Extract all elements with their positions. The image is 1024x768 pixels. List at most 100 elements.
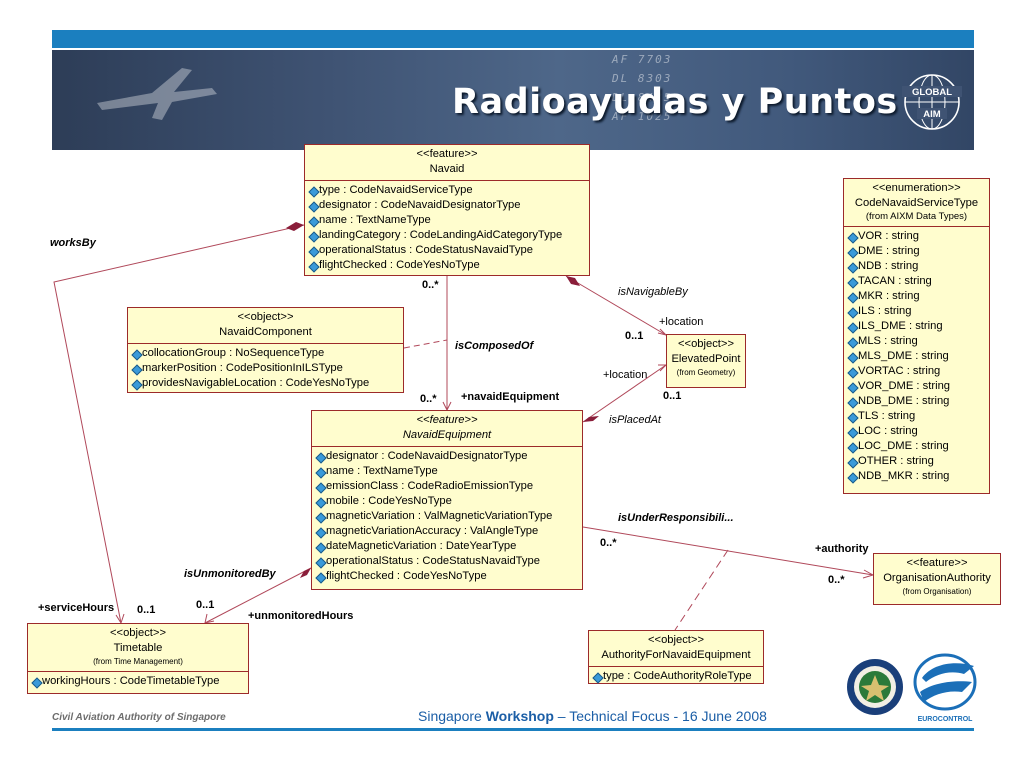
is-unmonitored-by-label: isUnmonitoredBy [184, 568, 276, 580]
footer-event-part: Singapore [418, 708, 486, 724]
package-note: (from AIXM Data Types) [846, 211, 987, 223]
works-by-line [54, 225, 304, 623]
enum-literal: DME : string [849, 244, 986, 259]
class-name: Navaid [307, 162, 587, 177]
class-name: Timetable [30, 641, 246, 656]
multiplicity-label: 0..1 [625, 330, 643, 342]
attribute-list: workingHours : CodeTimetableType [28, 672, 248, 691]
class-navaid-equipment: <<feature>> NavaidEquipment designator :… [311, 410, 583, 590]
multiplicity-label: 0..1 [196, 599, 214, 611]
is-placed-at-label: isPlacedAt [609, 414, 661, 426]
attribute: mobile : CodeYesNoType [317, 494, 579, 509]
attribute-list: designator : CodeNavaidDesignatorType na… [312, 447, 582, 586]
works-by-diamond [286, 222, 304, 231]
attribute: type : CodeNavaidServiceType [310, 183, 586, 198]
enum-literal: OTHER : string [849, 454, 986, 469]
class-navaid-header: <<feature>> Navaid [305, 145, 589, 181]
stereotype: <<object>> [669, 337, 743, 352]
stereotype: <<object>> [591, 633, 761, 648]
global-aim-logo: GLOBAL AIM [902, 72, 962, 132]
enum-literal: NDB : string [849, 259, 986, 274]
attribute: dateMagneticVariation : DateYearType [317, 539, 579, 554]
class-navaid: <<feature>> Navaid type : CodeNavaidServ… [304, 144, 590, 276]
attribute-list: type : CodeAuthorityRoleType [589, 667, 763, 686]
service-arrowhead [116, 614, 124, 623]
multiplicity-label: 0..* [828, 574, 845, 586]
package-note: (from Time Management) [30, 656, 246, 668]
attribute: type : CodeAuthorityRoleType [594, 669, 760, 684]
global-logo-text: GLOBAL [912, 87, 952, 98]
class-name: ElevatedPoint [669, 352, 743, 367]
class-timetable: <<object>> Timetable (from Time Manageme… [27, 623, 249, 694]
attribute: flightChecked : CodeYesNoType [317, 569, 579, 584]
multiplicity-label: 0..* [420, 393, 437, 405]
enum-literal: NDB_DME : string [849, 394, 986, 409]
airplane-icon [92, 58, 222, 128]
attribute-list: type : CodeNavaidServiceType designator … [305, 181, 589, 275]
attribute: name : TextNameType [310, 213, 586, 228]
navigable-arrowhead [658, 329, 666, 335]
attribute: markerPosition : CodePositionInILSType [133, 361, 400, 376]
attribute: designator : CodeNavaidDesignatorType [310, 198, 586, 213]
class-navaid-component-header: <<object>> NavaidComponent [128, 308, 403, 344]
class-name: AuthorityForNavaidEquipment [591, 648, 761, 663]
attribute: magneticVariation : ValMagneticVariation… [317, 509, 579, 524]
class-timetable-header: <<object>> Timetable (from Time Manageme… [28, 624, 248, 672]
class-elevated-point-header: <<object>> ElevatedPoint (from Geometry) [667, 335, 745, 382]
attribute: operationalStatus : CodeStatusNavaidType [310, 243, 586, 258]
location-role-label: +location [659, 316, 703, 328]
class-elevated-point: <<object>> ElevatedPoint (from Geometry) [666, 334, 746, 388]
enum-literal: LOC_DME : string [849, 439, 986, 454]
enum-literal: VOR : string [849, 229, 986, 244]
attribute-list: collocationGroup : NoSequenceType marker… [128, 344, 403, 393]
class-service-type-header: <<enumeration>> CodeNavaidServiceType (f… [844, 179, 989, 227]
authority-role-label: +authority [815, 543, 868, 555]
class-organisation-authority: <<feature>> OrganisationAuthority (from … [873, 553, 1001, 605]
authority-arrowhead [863, 570, 873, 578]
header-banner: AF 7703 DL 8303 DL 8485 AF 1025 Radioayu… [52, 50, 974, 150]
footer-event: Singapore Workshop – Technical Focus - 1… [418, 708, 767, 724]
stereotype: <<object>> [30, 626, 246, 641]
enum-literal: MLS_DME : string [849, 349, 986, 364]
enumeration-literals: VOR : string DME : string NDB : string T… [844, 227, 989, 486]
service-hours-role-label: +serviceHours [38, 602, 114, 614]
attribute: emissionClass : CodeRadioEmissionType [317, 479, 579, 494]
enum-literal: NDB_MKR : string [849, 469, 986, 484]
stereotype: <<feature>> [314, 413, 580, 428]
attribute: providesNavigableLocation : CodeYesNoTyp… [133, 376, 400, 391]
page-title: Radioayudas y Puntos [452, 82, 898, 122]
multiplicity-label: 0..* [600, 537, 617, 549]
class-navaid-equipment-header: <<feature>> NavaidEquipment [312, 411, 582, 447]
enum-literal: MLS : string [849, 334, 986, 349]
faa-seal-logo [846, 658, 904, 716]
is-navigable-by-label: isNavigableBy [618, 286, 688, 298]
enum-literal: MKR : string [849, 289, 986, 304]
eurocontrol-logo: EUROCONTROL [912, 652, 978, 724]
top-accent-bar [52, 30, 974, 48]
stereotype: <<feature>> [876, 556, 998, 571]
enum-literal: VORTAC : string [849, 364, 986, 379]
stereotype: <<feature>> [307, 147, 587, 162]
attribute: operationalStatus : CodeStatusNavaidType [317, 554, 579, 569]
attribute: designator : CodeNavaidDesignatorType [317, 449, 579, 464]
class-code-navaid-service-type: <<enumeration>> CodeNavaidServiceType (f… [843, 178, 990, 494]
enum-literal: VOR_DME : string [849, 379, 986, 394]
location-role-label: +location [603, 369, 647, 381]
attribute: flightChecked : CodeYesNoType [310, 258, 586, 273]
unmonitored-arrowhead [205, 614, 214, 623]
enum-literal: TLS : string [849, 409, 986, 424]
package-note: (from Geometry) [669, 367, 743, 379]
multiplicity-label: 0..* [422, 279, 439, 291]
authority-dashed-line [675, 550, 728, 630]
class-organisation-authority-header: <<feature>> OrganisationAuthority (from … [874, 554, 1000, 601]
class-name: NavaidComponent [130, 325, 401, 340]
aim-logo-text: AIM [923, 109, 941, 120]
enum-literal: ILS_DME : string [849, 319, 986, 334]
footer-event-part: – Technical Focus - 16 June 2008 [554, 708, 767, 724]
footer-event-bold: Workshop [486, 708, 554, 724]
composed-arrowhead [443, 402, 451, 410]
works-by-label: worksBy [50, 237, 96, 249]
class-name: NavaidEquipment [314, 428, 580, 443]
multiplicity-label: 0..1 [137, 604, 155, 616]
class-authority-header: <<object>> AuthorityForNavaidEquipment [589, 631, 763, 667]
